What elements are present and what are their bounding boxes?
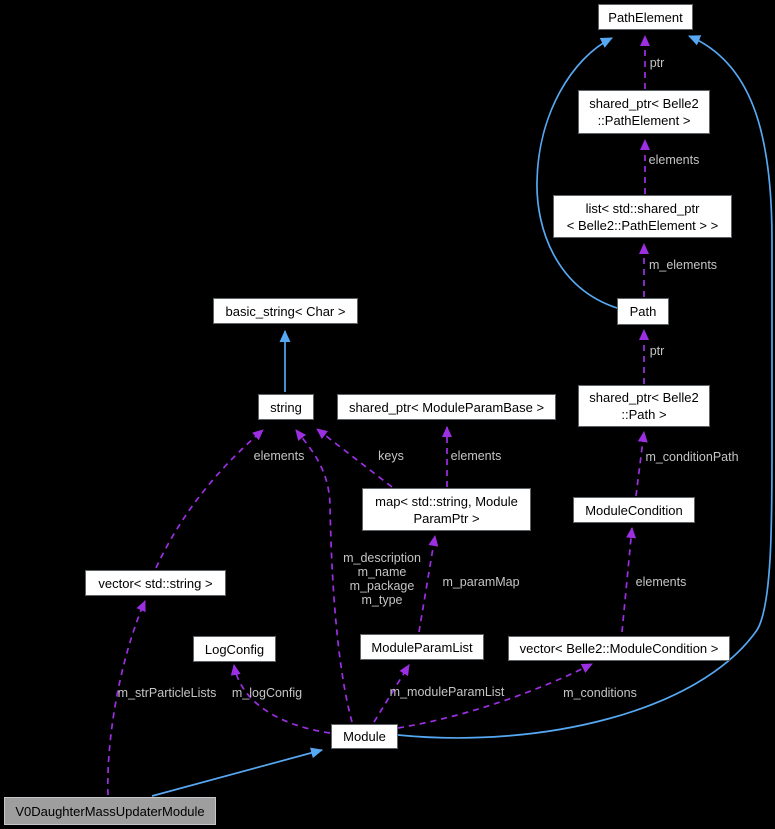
node-v0daughtermassupdatermodule[interactable]: V0DaughterMassUpdaterModule <box>4 797 216 825</box>
inheritance-edges <box>151 35 773 797</box>
node-basic-string[interactable]: basic_string< Char > <box>213 298 358 324</box>
node-list-shared-ptr-pathelement[interactable]: list< std::shared_ptr < Belle2::PathElem… <box>553 195 732 238</box>
node-vector-std-string[interactable]: vector< std::string > <box>85 570 226 596</box>
node-path[interactable]: Path <box>617 298 669 325</box>
edge-label-m-logconfig: m_logConfig <box>231 686 303 700</box>
edge-map-string-keys <box>316 428 393 488</box>
node-module[interactable]: Module <box>331 724 398 749</box>
edge-module-pathelement <box>397 35 773 739</box>
edge-label-elements-vectorstring: elements <box>253 449 305 463</box>
edge-label-m-parammap: m_paramMap <box>442 575 520 589</box>
edge-modulecondition-sharedptrpath <box>635 431 648 497</box>
usage-edges <box>106 35 650 796</box>
node-modulecondition[interactable]: ModuleCondition <box>573 497 695 523</box>
node-vector-modulecondition[interactable]: vector< Belle2::ModuleCondition > <box>508 636 730 661</box>
edge-module-string <box>295 429 353 723</box>
node-shared-ptr-path[interactable]: shared_ptr< Belle2 ::Path > <box>578 385 710 427</box>
edge-path-pathelement <box>536 37 618 309</box>
edge-moduleparamlist-map <box>418 535 439 633</box>
node-shared-ptr-pathelement[interactable]: shared_ptr< Belle2 ::PathElement > <box>578 90 710 134</box>
edge-label-m-elements: m_elements <box>648 258 718 272</box>
edge-vectorstring-string <box>155 429 264 569</box>
edge-label-ptr-path: ptr <box>649 344 665 358</box>
edge-label-m-conditions: m_conditions <box>563 686 637 700</box>
edge-label-elements-modulecondition: elements <box>635 575 687 589</box>
edge-label-m-strparticlelists: m_strParticleLists <box>117 686 217 700</box>
edge-label-ptr-pathelement: ptr <box>649 56 665 70</box>
edge-vectormc-modulecondition <box>621 527 637 633</box>
node-moduleparamlist[interactable]: ModuleParamList <box>360 634 484 660</box>
node-shared-ptr-moduleparambase[interactable]: shared_ptr< ModuleParamBase > <box>337 394 556 420</box>
edge-label-keys: keys <box>378 449 404 463</box>
edge-label-module-string-members: m_description m_name m_package m_type <box>343 551 421 607</box>
node-map-moduleparamptr[interactable]: map< std::string, Module ParamPtr > <box>362 488 531 531</box>
edge-module-moduleparamlist <box>373 664 410 723</box>
edge-v0-module <box>151 747 323 797</box>
node-logconfig[interactable]: LogConfig <box>193 636 276 662</box>
edge-module-vectormc <box>397 663 593 729</box>
edge-label-m-conditionpath: m_conditionPath <box>645 450 739 464</box>
edge-label-elements-pathelement: elements <box>648 153 700 167</box>
node-pathelement[interactable]: PathElement <box>598 4 693 30</box>
edge-module-logconfig <box>230 664 331 734</box>
edge-label-elements-map: elements <box>450 449 502 463</box>
node-string[interactable]: string <box>258 394 314 420</box>
edge-label-m-moduleparamlist: m_moduleParamList <box>389 685 505 699</box>
